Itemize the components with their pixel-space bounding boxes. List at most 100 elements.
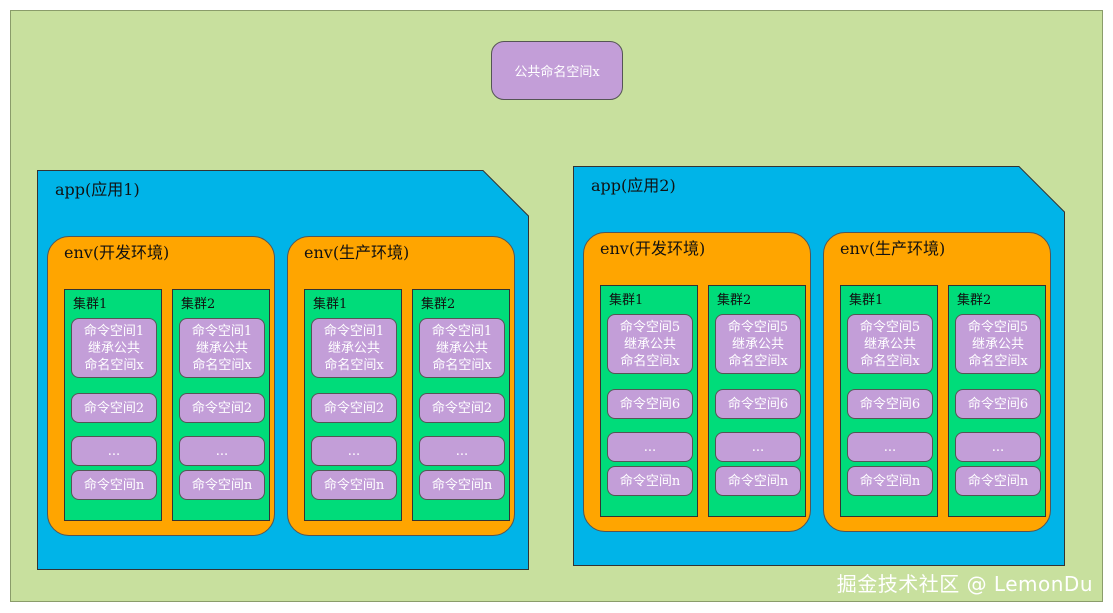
public-namespace: 公共命名空间x [491, 41, 623, 100]
namespace-text: ... [643, 439, 657, 455]
cluster-label: 集群1 [73, 297, 108, 312]
namespace-text: ... [347, 443, 361, 459]
namespace-text: 命令空间2 [191, 400, 253, 416]
namespace-text: 命名空间x [728, 353, 788, 369]
namespace-box: 命令空间n [71, 470, 157, 500]
namespace-text: 命令空间n [191, 477, 253, 493]
namespace-box: 命令空间n [715, 466, 801, 496]
namespace-box: 命令空间n [955, 466, 1041, 496]
namespace-box: 命令空间6 [607, 389, 693, 419]
app-label: app(应用2) [591, 176, 676, 195]
namespace-text: ... [991, 439, 1005, 455]
namespace-text: 命名空间x [324, 357, 384, 373]
namespace-box: 命令空间n [179, 470, 265, 500]
namespace-text: ... [215, 443, 229, 459]
namespace-box: 命令空间6 [847, 389, 933, 419]
namespace-text: 继承公共 [623, 336, 676, 352]
namespace-text: 命名空间x [192, 357, 252, 373]
namespace-ellipsis: ... [179, 436, 265, 466]
namespace-text: 命令空间6 [967, 396, 1029, 412]
namespace-text: 命令空间n [323, 477, 385, 493]
env-label: env(开发环境) [600, 239, 706, 258]
cluster-label: 集群1 [313, 297, 348, 312]
namespace-text: 命令空间n [859, 473, 921, 489]
namespace-ellipsis: ... [419, 436, 505, 466]
env-label: env(生产环境) [304, 243, 410, 262]
namespace-text: 命名空间x [432, 357, 492, 373]
namespace-text: 命令空间n [727, 473, 789, 489]
cluster-label: 集群1 [609, 293, 644, 308]
namespace-text: 命令空间5 [859, 319, 921, 335]
namespace-text: 命令空间2 [431, 400, 493, 416]
cluster-label: 集群1 [849, 293, 884, 308]
namespace-box: 命令空间2 [71, 393, 157, 423]
namespace-text: 命名空间x [84, 357, 144, 373]
namespace-text: 命令空间2 [83, 400, 145, 416]
app-label: app(应用1) [55, 180, 140, 199]
namespace-box: 命令空间n [419, 470, 505, 500]
namespace-text: 命令空间1 [191, 323, 253, 339]
namespace-text: ... [883, 439, 897, 455]
namespace-ellipsis: ... [607, 432, 693, 462]
namespace-text: 继承公共 [435, 340, 488, 356]
namespace-box: 命令空间6 [715, 389, 801, 419]
namespace-text: 继承公共 [195, 340, 248, 356]
namespace-box: 命令空间2 [179, 393, 265, 423]
namespace-text: 命令空间6 [859, 396, 921, 412]
watermark: 掘金技术社区 @ LemonDu [836, 572, 1093, 596]
namespace-text: 命令空间1 [323, 323, 385, 339]
namespace-text: 继承公共 [87, 340, 140, 356]
namespace-box: 命令空间n [607, 466, 693, 496]
namespace-box: 命令空间n [311, 470, 397, 500]
namespace-text: ... [107, 443, 121, 459]
namespace-box: 命令空间n [847, 466, 933, 496]
namespace-text: 继承公共 [731, 336, 784, 352]
env-label: env(开发环境) [64, 243, 170, 262]
namespace-text: 继承公共 [863, 336, 916, 352]
namespace-text: 命令空间n [967, 473, 1029, 489]
namespace-ellipsis: ... [71, 436, 157, 466]
namespace-text: ... [751, 439, 765, 455]
env-label: env(生产环境) [840, 239, 946, 258]
cluster-label: 集群2 [717, 293, 752, 308]
namespace-text: 命名空间x [968, 353, 1028, 369]
namespace-text: 命令空间n [431, 477, 493, 493]
namespace-ellipsis: ... [955, 432, 1041, 462]
namespace-text: 命令空间2 [323, 400, 385, 416]
namespace-text: 命令空间n [619, 473, 681, 489]
namespace-text: 继承公共 [327, 340, 380, 356]
cluster-label: 集群2 [957, 293, 992, 308]
namespace-box: 命令空间6 [955, 389, 1041, 419]
namespace-text: 命名空间x [620, 353, 680, 369]
namespace-box: 命令空间2 [419, 393, 505, 423]
namespace-box: 命令空间2 [311, 393, 397, 423]
namespace-ellipsis: ... [311, 436, 397, 466]
namespace-ellipsis: ... [847, 432, 933, 462]
namespace-text: 命令空间n [83, 477, 145, 493]
namespace-ellipsis: ... [715, 432, 801, 462]
namespace-text: 命名空间x [860, 353, 920, 369]
namespace-text: 命令空间5 [619, 319, 681, 335]
cluster-label: 集群2 [421, 297, 456, 312]
namespace-text: 命令空间1 [431, 323, 493, 339]
